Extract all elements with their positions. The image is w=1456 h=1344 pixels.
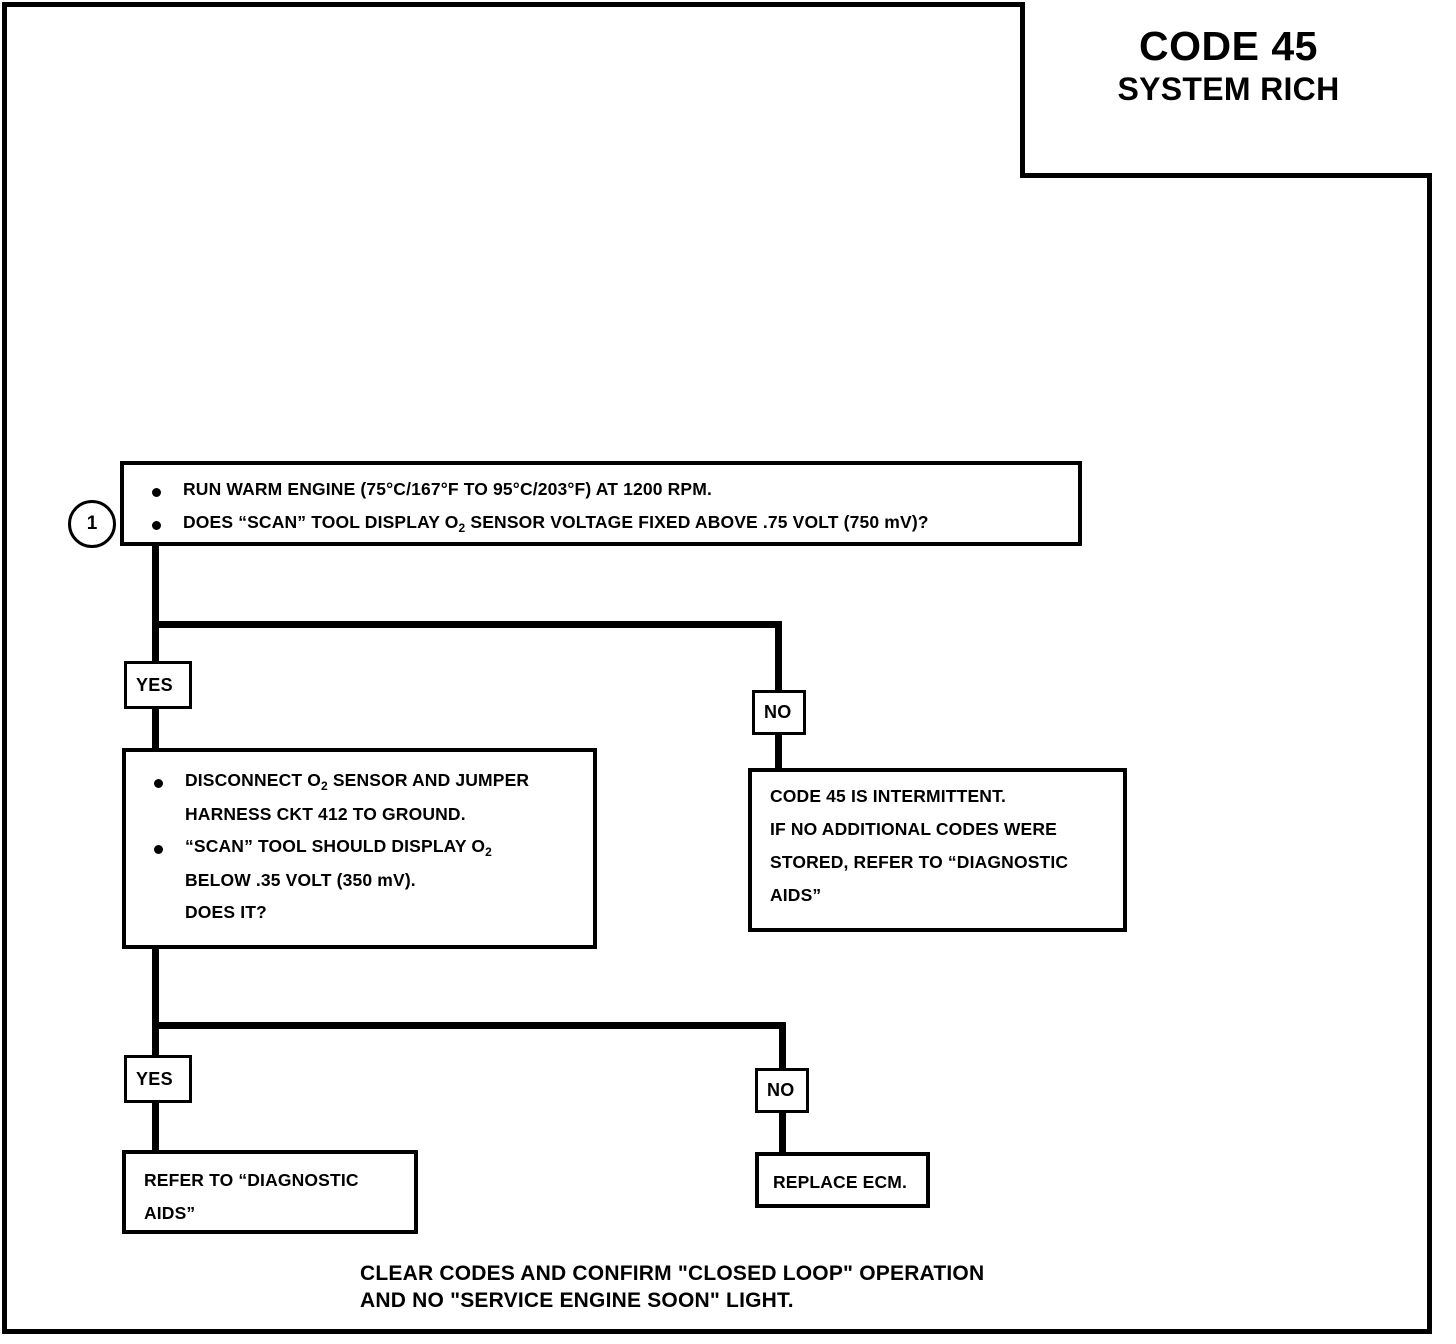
refer-aids-line-1: REFER TO “DIAGNOSTIC xyxy=(144,1170,359,1190)
step-2-bullet-3-pre: “SCAN” TOOL SHOULD DISPLAY O xyxy=(185,836,486,856)
o2-subscript: 2 xyxy=(320,779,328,793)
replace-ecm-box: REPLACE ECM. xyxy=(755,1152,930,1208)
step-1-bullet-1-text: RUN WARM ENGINE (75°C/167°F TO 95°C/203°… xyxy=(183,479,712,499)
refer-diagnostic-aids-box: REFER TO “DIAGNOSTIC AIDS” xyxy=(122,1150,418,1234)
step-2-bullet-1-post: SENSOR AND JUMPER xyxy=(327,770,530,790)
branch-label-no-1: NO xyxy=(752,690,806,735)
o2-subscript: 2 xyxy=(458,521,466,535)
branch-label-yes-2-text: YES xyxy=(136,1068,173,1089)
connector-no1-to-intermittent xyxy=(775,732,782,772)
intermittent-line-3: STORED, REFER TO “DIAGNOSTIC xyxy=(770,852,1069,872)
step-2-line-2: HARNESS CKT 412 TO GROUND. xyxy=(185,804,466,824)
connector-box2-branch xyxy=(152,1022,786,1029)
title-block: CODE 45 SYSTEM RICH xyxy=(1020,2,1432,178)
replace-ecm-line-1: REPLACE ECM. xyxy=(773,1172,908,1192)
intermittent-line-2: IF NO ADDITIONAL CODES WERE xyxy=(770,819,1057,839)
footer-note: CLEAR CODES AND CONFIRM "CLOSED LOOP" OP… xyxy=(360,1261,984,1315)
connector-yes2-to-refer-aids xyxy=(152,1100,159,1154)
branch-label-no-2-text: NO xyxy=(767,1080,795,1100)
connector-box1-to-no xyxy=(775,621,782,693)
step-2-bullet-3: “SCAN” TOOL SHOULD DISPLAY O2 xyxy=(142,836,593,859)
connector-no2-to-replace-ecm xyxy=(779,1110,786,1156)
title-subtitle-text: SYSTEM RICH xyxy=(1117,70,1340,107)
step-number-text: 1 xyxy=(86,513,98,534)
step-1-bullet-1: RUN WARM ENGINE (75°C/167°F TO 95°C/203°… xyxy=(140,479,1078,500)
connector-box2-trunk xyxy=(152,946,159,1060)
title-code-text: CODE 45 xyxy=(1139,23,1318,69)
connector-box1-trunk xyxy=(152,544,159,664)
step-2-bullet-1-pre: DISCONNECT O xyxy=(185,770,321,790)
branch-label-yes-1: YES xyxy=(124,661,192,709)
intermittent-line-1: CODE 45 IS INTERMITTENT. xyxy=(770,786,1006,806)
o2-subscript: 2 xyxy=(485,845,492,859)
step-2-box: DISCONNECT O2 SENSOR AND JUMPER HARNESS … xyxy=(122,748,597,949)
step-1-box: RUN WARM ENGINE (75°C/167°F TO 95°C/203°… xyxy=(120,461,1082,546)
footer-line-2: AND NO "SERVICE ENGINE SOON" LIGHT. xyxy=(360,1288,794,1312)
intermittent-result-box: CODE 45 IS INTERMITTENT. IF NO ADDITIONA… xyxy=(748,768,1127,932)
branch-label-no-1-text: NO xyxy=(764,702,792,722)
intermittent-line-4: AIDS” xyxy=(770,885,822,905)
connector-box2-to-no xyxy=(779,1022,786,1071)
connector-box1-branch xyxy=(152,621,782,628)
refer-aids-line-2: AIDS” xyxy=(144,1203,196,1223)
step-number-marker: 1 xyxy=(68,500,116,548)
step-1-bullet-2-post: SENSOR VOLTAGE FIXED ABOVE .75 VOLT (750… xyxy=(465,512,929,532)
footer-line-1: CLEAR CODES AND CONFIRM "CLOSED LOOP" OP… xyxy=(360,1262,985,1285)
branch-label-yes-2: YES xyxy=(124,1055,192,1103)
connector-yes1-to-box2 xyxy=(152,706,159,752)
branch-label-yes-1-text: YES xyxy=(136,674,173,695)
step-2-bullet-1: DISCONNECT O2 SENSOR AND JUMPER xyxy=(142,770,593,793)
page-border xyxy=(2,2,1432,1334)
step-2-line-5: DOES IT? xyxy=(185,902,267,922)
step-2-line-4: BELOW .35 VOLT (350 mV). xyxy=(185,870,416,890)
step-1-bullet-2: DOES “SCAN” TOOL DISPLAY O2 SENSOR VOLTA… xyxy=(140,512,1078,535)
step-1-bullet-2-pre: DOES “SCAN” TOOL DISPLAY O xyxy=(183,512,459,532)
branch-label-no-2: NO xyxy=(755,1068,809,1113)
